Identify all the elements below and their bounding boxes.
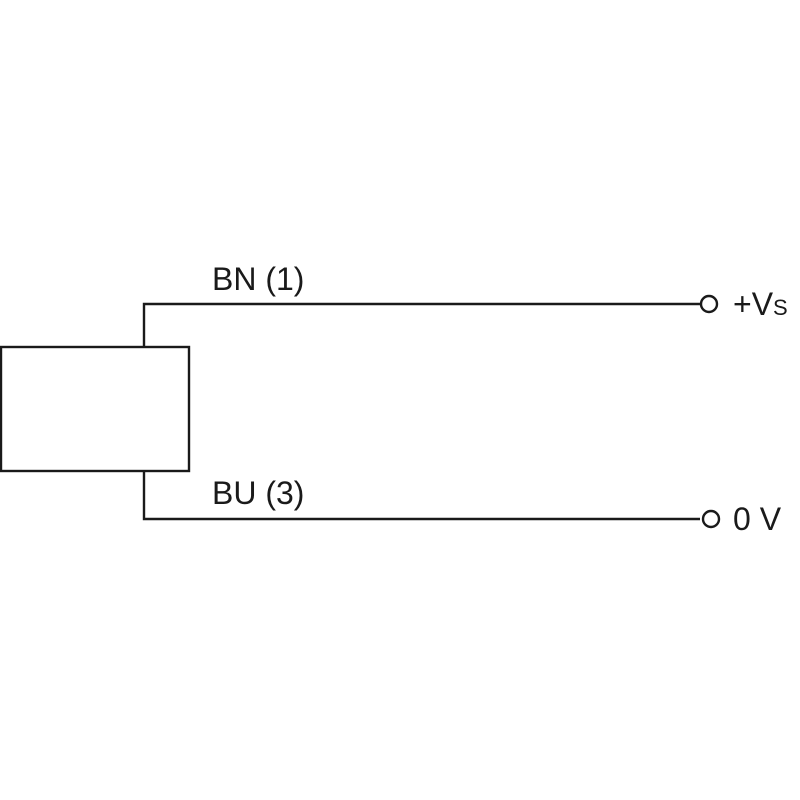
terminal-0v[interactable] (701, 509, 721, 529)
terminal-vs-label: +VS (733, 286, 788, 322)
terminal-vs[interactable] (699, 294, 719, 314)
terminal-0v-label: 0 V (733, 501, 782, 537)
wire-bn (142, 302, 700, 347)
terminal-vs-subscript: S (773, 295, 788, 320)
sensor-device-box (0, 345, 191, 473)
wire-bu (142, 471, 700, 521)
wire-bn-label: BN (1) (212, 261, 304, 297)
terminal-vs-main: +V (733, 286, 774, 322)
wire-bu-label: BU (3) (212, 475, 304, 511)
